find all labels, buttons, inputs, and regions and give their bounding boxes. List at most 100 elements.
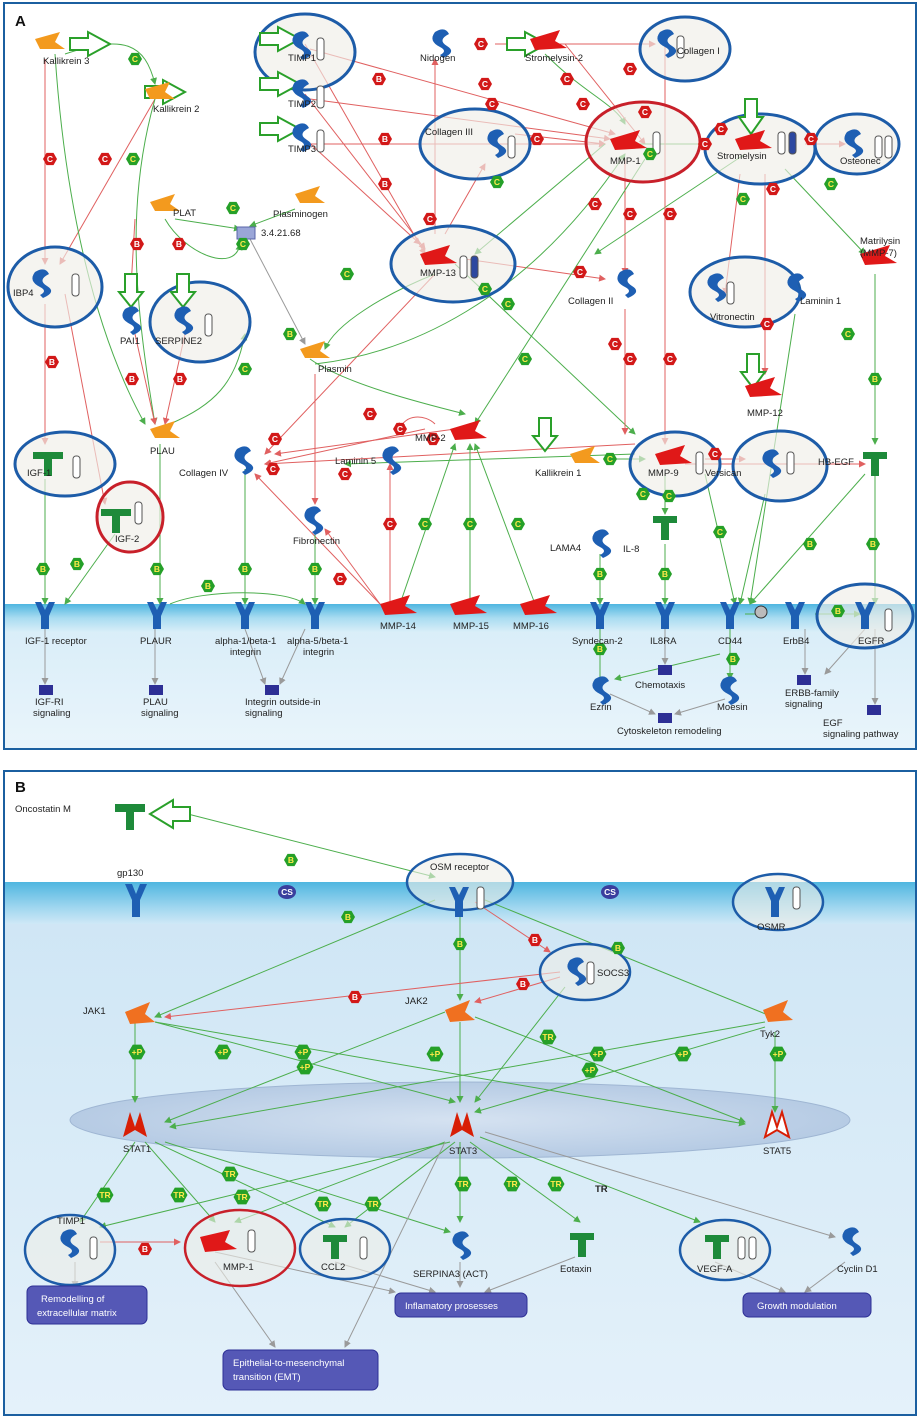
link-badge-b-icon: B: [593, 567, 607, 581]
svg-text:C: C: [564, 74, 570, 84]
svg-text:B: B: [615, 943, 621, 953]
link-badge-b-icon: B: [36, 562, 50, 576]
link-badge-c-icon: C: [623, 352, 637, 366]
igfri-signaling-icon: [39, 685, 53, 695]
label-stat1: STAT1: [123, 1144, 151, 1155]
svg-text:C: C: [240, 239, 246, 249]
svg-text:B: B: [597, 569, 603, 579]
arrow-serpine2-icon: [168, 273, 198, 309]
svg-text:C: C: [422, 519, 428, 529]
svg-text:C: C: [482, 284, 488, 294]
cytoskeleton-icon: [658, 713, 672, 723]
svg-text:C: C: [270, 464, 276, 474]
label-serpine2: SERPINE2: [155, 336, 202, 347]
svg-text:B: B: [597, 644, 603, 654]
link-badge-c-icon: C: [128, 52, 142, 66]
osmr-icon: [765, 887, 785, 917]
svg-text:C: C: [505, 299, 511, 309]
link-badge-tr-icon: TR: [221, 1166, 239, 1182]
link-badge-c-icon: C: [268, 432, 282, 446]
label-integrin-a1b1: alpha-1/beta-1: [215, 636, 276, 647]
mmp1-b-icon: [200, 1230, 237, 1252]
link-badge-c-icon: C: [662, 489, 676, 503]
svg-text:B: B: [870, 539, 876, 549]
link-badge-c-icon: C: [383, 517, 397, 531]
svg-text:B: B: [376, 74, 382, 84]
link-badge-c-icon: C: [663, 352, 677, 366]
svg-text:C: C: [647, 149, 653, 159]
lama4-icon: [592, 529, 612, 558]
label-gp130: gp130: [117, 868, 143, 879]
igf2-icon: [101, 509, 131, 533]
hbegf-icon: [863, 452, 887, 476]
socs3-icon: [567, 957, 587, 986]
svg-text:C: C: [717, 527, 723, 537]
label-jak2: JAK2: [405, 996, 428, 1007]
box-remodelling: [26, 1285, 148, 1325]
link-badge-b-icon: B: [130, 237, 144, 251]
link-badge-c-icon: C: [463, 517, 477, 531]
label-enzyme: 3.4.21.68: [261, 228, 301, 239]
svg-text:TR: TR: [542, 1032, 553, 1042]
link-badge-b-icon: B: [238, 562, 252, 576]
cyclind1-icon: [842, 1227, 862, 1256]
label-serpina3: SERPINA3 (ACT): [413, 1269, 488, 1280]
label-integrin-a5b1-2: integrin: [303, 647, 334, 658]
link-badge-b-icon: B: [803, 537, 817, 551]
box-inflammatory-label: Inflamatory prosesses: [405, 1301, 498, 1312]
link-badge-b-icon: B: [593, 642, 607, 656]
link-badge-tr-icon: TR: [454, 1176, 472, 1192]
label-stromelysin: Stromelysin: [717, 151, 767, 162]
plasmin-icon: [300, 341, 330, 358]
enzyme-complex-icon: [236, 226, 256, 240]
laminin5-icon: [382, 446, 402, 475]
label-tr-standalone: TR: [595, 1184, 608, 1195]
gp130-icon: [125, 884, 147, 917]
plau-icon: [150, 421, 180, 438]
svg-text:C: C: [845, 329, 851, 339]
svg-text:C: C: [344, 269, 350, 279]
svg-text:B: B: [382, 134, 388, 144]
ezrin-icon: [592, 676, 612, 705]
svg-text:C: C: [132, 54, 138, 64]
svg-text:B: B: [176, 239, 182, 249]
svg-text:B: B: [662, 569, 668, 579]
link-badge-b-icon: B: [45, 355, 59, 369]
link-badge-c-icon: C: [418, 517, 432, 531]
serpine2-icon: [174, 306, 194, 335]
timp1-b-icon: [60, 1229, 80, 1258]
link-badge-c-icon: C: [708, 447, 722, 461]
label-mmp1: MMP-1: [610, 156, 641, 167]
svg-text:B: B: [49, 357, 55, 367]
label-vegfa: VEGF-A: [697, 1264, 733, 1275]
link-badge-c-icon: C: [573, 265, 587, 279]
box-inflammatory: [394, 1292, 528, 1318]
label-egf-signaling: EGF: [823, 718, 843, 729]
label-plasminogen: Plasminogen: [273, 209, 328, 220]
link-badge-c-icon: C: [478, 282, 492, 296]
label-matrilysin-alias: (MMP-7): [860, 248, 897, 259]
label-mmp2: MMP-2: [415, 433, 446, 444]
link-badge-b-icon: B: [150, 562, 164, 576]
link-badge-b-icon: B: [868, 372, 882, 386]
label-erbb4: ErbB4: [783, 636, 809, 647]
svg-text:C: C: [272, 434, 278, 444]
link-badge-c-icon: C: [623, 207, 637, 221]
label-fibronectin: Fibronectin: [293, 536, 340, 547]
svg-text:+P: +P: [593, 1049, 604, 1059]
label-plasmin: Plasmin: [318, 364, 352, 375]
tyk2-icon: [763, 1000, 793, 1022]
label-hbegf: HB-EGF: [818, 457, 854, 468]
svg-text:+P: +P: [300, 1062, 311, 1072]
label-moesin: Moesin: [717, 702, 748, 713]
link-badge-b-icon: B: [138, 1242, 152, 1256]
svg-text:B: B: [520, 979, 526, 989]
svg-text:+P: +P: [218, 1047, 229, 1057]
svg-text:B: B: [287, 329, 293, 339]
osm-receptor-icon: [449, 887, 469, 917]
label-igf2: IGF-2: [115, 534, 139, 545]
svg-text:B: B: [288, 855, 294, 865]
svg-text:B: B: [134, 239, 140, 249]
label-igfri-signaling: IGF-RI: [35, 697, 64, 708]
